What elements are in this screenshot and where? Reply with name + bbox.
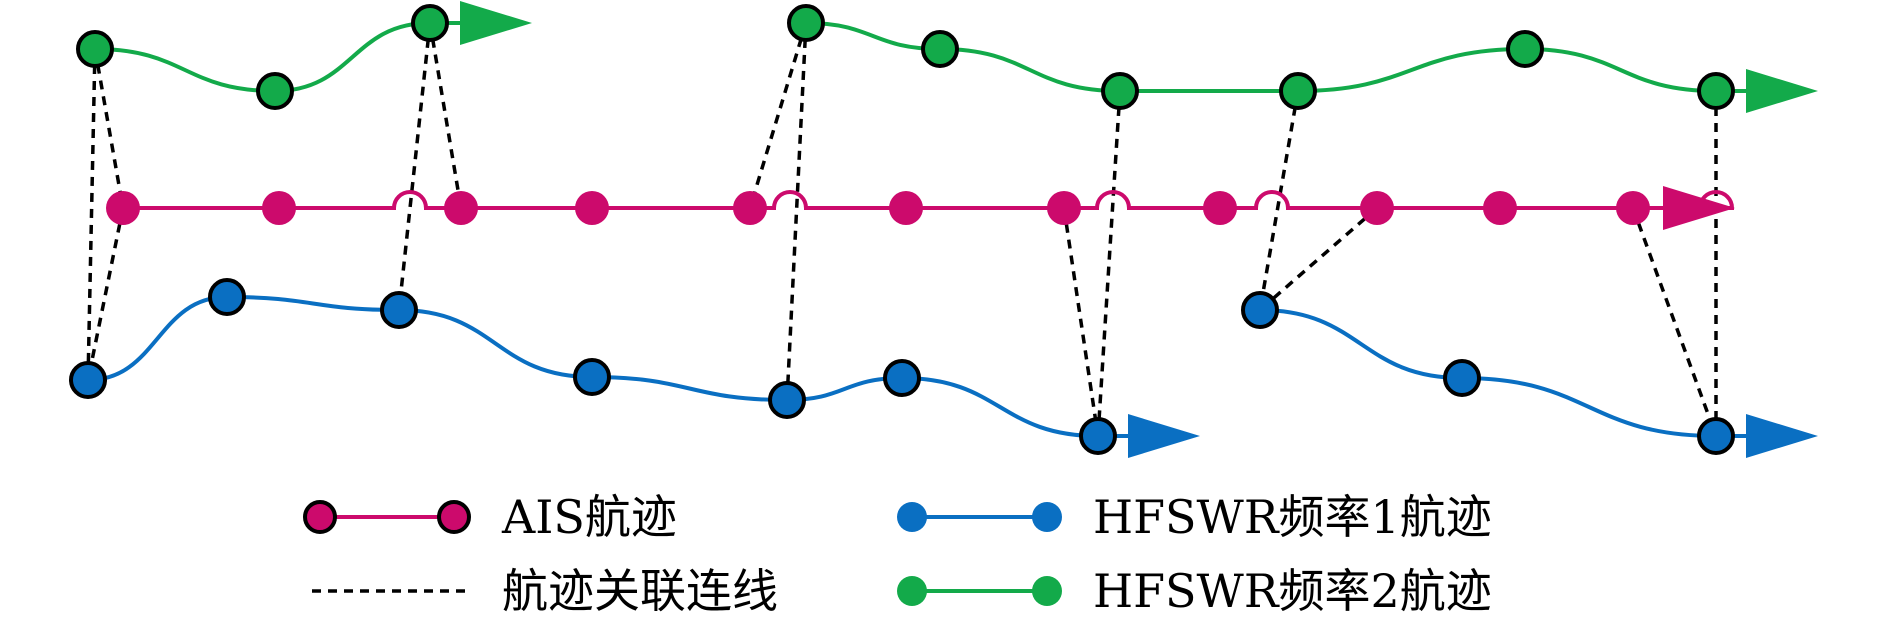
track-point-marker bbox=[1101, 72, 1139, 110]
track-arrow-head bbox=[460, 1, 532, 45]
legend-ais-label: AIS航迹 bbox=[501, 490, 677, 544]
legend-ais-marker-right bbox=[437, 500, 471, 534]
track-hf2-a bbox=[76, 1, 532, 110]
legend-link-label: 航迹关联连线 bbox=[502, 564, 778, 618]
track-point-marker bbox=[1360, 191, 1394, 225]
track-point-marker bbox=[1241, 291, 1279, 329]
track-line bbox=[1259, 308, 1717, 438]
track-point-marker bbox=[768, 381, 806, 419]
track-point-marker bbox=[208, 278, 246, 316]
legend-item-hf2: HFSWR频率2航迹 bbox=[897, 564, 1492, 618]
track-point-marker bbox=[1697, 72, 1735, 110]
legend-hf2-label: HFSWR频率2航迹 bbox=[1093, 564, 1492, 618]
track-point-marker bbox=[575, 191, 609, 225]
track-point-marker bbox=[444, 191, 478, 225]
track-point-marker bbox=[1079, 417, 1117, 455]
legend-item-link: 航迹关联连线 bbox=[312, 564, 778, 618]
track-point-marker bbox=[1203, 191, 1237, 225]
track-arrow-head bbox=[1746, 69, 1818, 113]
track-arrow-head bbox=[1128, 414, 1200, 458]
track-point-marker bbox=[380, 291, 418, 329]
association-link bbox=[1258, 90, 1300, 311]
track-point-marker bbox=[411, 4, 449, 42]
legend-hf2-marker-left bbox=[897, 576, 927, 606]
track-point-marker bbox=[262, 191, 296, 225]
track-point-marker bbox=[1697, 417, 1735, 455]
association-link bbox=[86, 207, 125, 381]
track-ais bbox=[106, 186, 1735, 230]
association-link bbox=[1258, 206, 1379, 312]
track-hf2-b bbox=[787, 4, 1818, 113]
track-point-marker bbox=[787, 4, 825, 42]
association-link bbox=[93, 48, 125, 209]
association-link bbox=[428, 22, 463, 209]
legend-hf1-marker-right bbox=[1032, 502, 1062, 532]
tracks bbox=[69, 1, 1818, 458]
association-link bbox=[86, 48, 97, 381]
track-point-marker bbox=[69, 361, 107, 399]
association-link bbox=[748, 22, 808, 209]
association-links bbox=[86, 22, 1718, 437]
legend-hf1-marker-left bbox=[897, 502, 927, 532]
legend-item-hf1: HFSWR频率1航迹 bbox=[897, 490, 1492, 544]
track-point-marker bbox=[733, 191, 767, 225]
legend-item-ais: AIS航迹 bbox=[303, 490, 677, 544]
track-point-marker bbox=[1483, 191, 1517, 225]
legend-ais-marker-left bbox=[303, 500, 337, 534]
track-point-marker bbox=[889, 191, 923, 225]
track-point-marker bbox=[106, 191, 140, 225]
track-point-marker bbox=[921, 30, 959, 68]
legend: AIS航迹 航迹关联连线 HFSWR频率1航迹 HFSWR频率2航迹 bbox=[303, 490, 1492, 618]
track-point-marker bbox=[1616, 191, 1650, 225]
association-link bbox=[785, 22, 808, 401]
track-hf1-a bbox=[69, 278, 1200, 458]
track-point-marker bbox=[1443, 359, 1481, 397]
track-point-marker bbox=[1506, 30, 1544, 68]
association-link bbox=[1062, 207, 1100, 437]
track-arrow-head bbox=[1746, 414, 1818, 458]
track-point-marker bbox=[76, 30, 114, 68]
track-point-marker bbox=[883, 359, 921, 397]
track-hf1-b bbox=[1241, 291, 1818, 458]
track-point-marker bbox=[573, 358, 611, 396]
association-link bbox=[1631, 207, 1718, 437]
association-link bbox=[1096, 90, 1122, 437]
track-point-marker bbox=[1279, 72, 1317, 110]
track-point-marker bbox=[1047, 191, 1081, 225]
association-link bbox=[397, 22, 432, 311]
legend-hf2-marker-right bbox=[1032, 576, 1062, 606]
legend-hf1-label: HFSWR频率1航迹 bbox=[1093, 490, 1492, 544]
track-arrow-head bbox=[1663, 186, 1735, 230]
track-point-marker bbox=[256, 72, 294, 110]
